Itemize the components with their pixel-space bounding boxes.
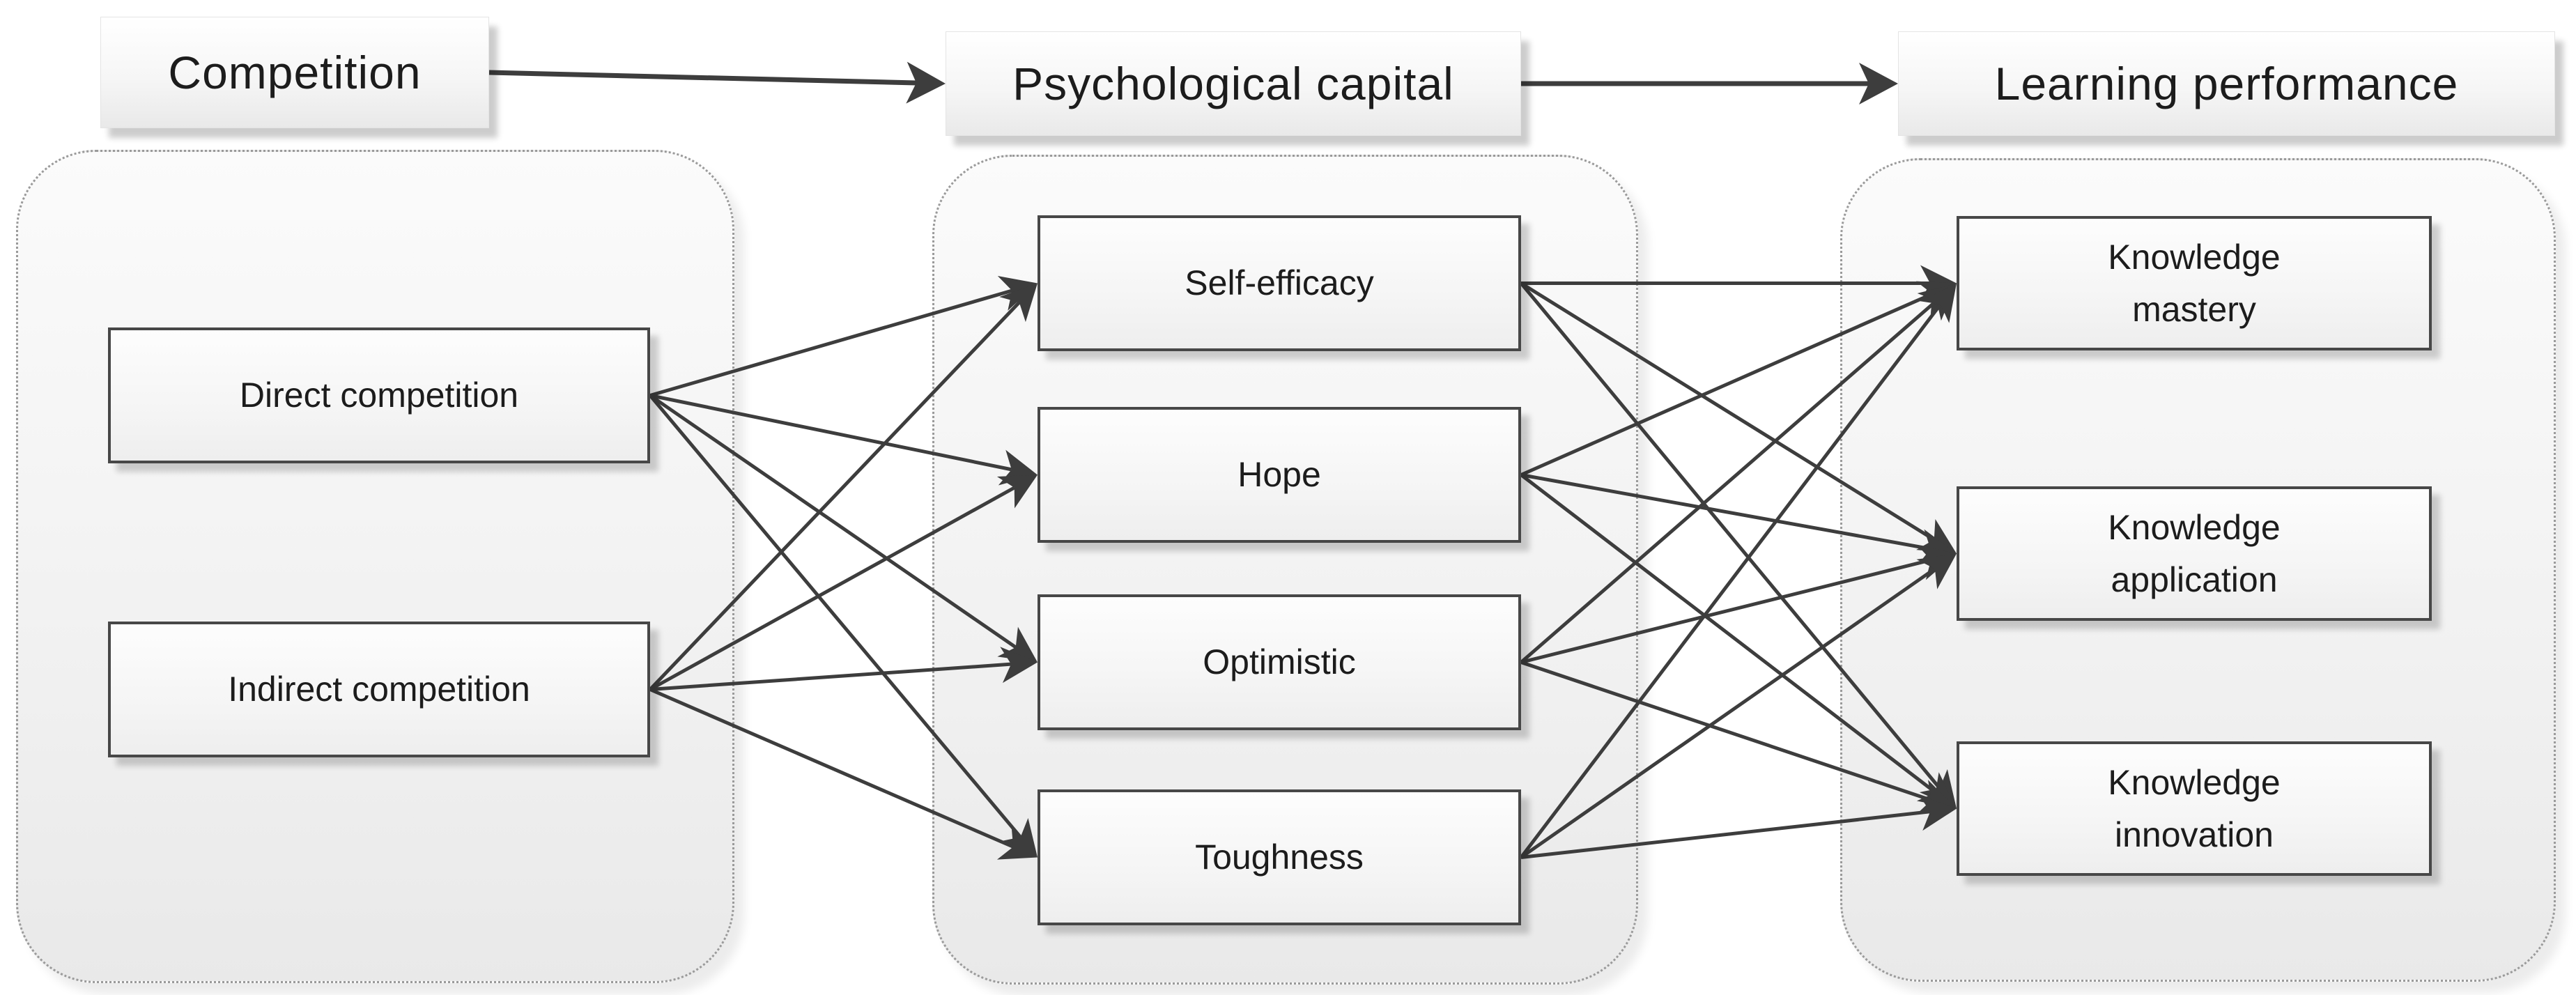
node-hope: Hope <box>1038 407 1521 543</box>
node-direct-competition: Direct competition <box>108 327 650 463</box>
node-knowledge-innovation-label: Knowledge innovation <box>2108 762 2281 854</box>
node-toughness: Toughness <box>1038 789 1521 925</box>
node-knowledge-mastery-label: Knowledge mastery <box>2108 237 2281 329</box>
node-indirect-competition: Indirect competition <box>108 622 650 757</box>
node-knowledge-application: Knowledge application <box>1957 486 2432 621</box>
node-self-efficacy-label: Self-efficacy <box>1185 263 1374 302</box>
node-knowledge-mastery: Knowledge mastery <box>1957 216 2432 350</box>
node-optimistic: Optimistic <box>1038 594 1521 730</box>
node-self-efficacy: Self-efficacy <box>1038 215 1521 351</box>
header-competition-label: Competition <box>168 47 422 98</box>
node-toughness-label: Toughness <box>1195 838 1364 877</box>
node-direct-competition-label: Direct competition <box>239 376 519 415</box>
header-learning-performance: Learning performance <box>1898 31 2555 136</box>
node-optimistic-label: Optimistic <box>1203 642 1356 681</box>
header-psychological-capital-label: Psychological capital <box>1012 58 1454 109</box>
competition-group-container <box>16 150 734 983</box>
header-competition: Competition <box>100 17 489 128</box>
header-psychological-capital: Psychological capital <box>946 31 1521 136</box>
node-indirect-competition-label: Indirect competition <box>228 670 530 709</box>
header-learning-performance-label: Learning performance <box>1994 58 2459 109</box>
node-knowledge-application-label: Knowledge application <box>2108 507 2281 599</box>
node-hope-label: Hope <box>1237 455 1321 494</box>
node-knowledge-innovation: Knowledge innovation <box>1957 741 2432 876</box>
